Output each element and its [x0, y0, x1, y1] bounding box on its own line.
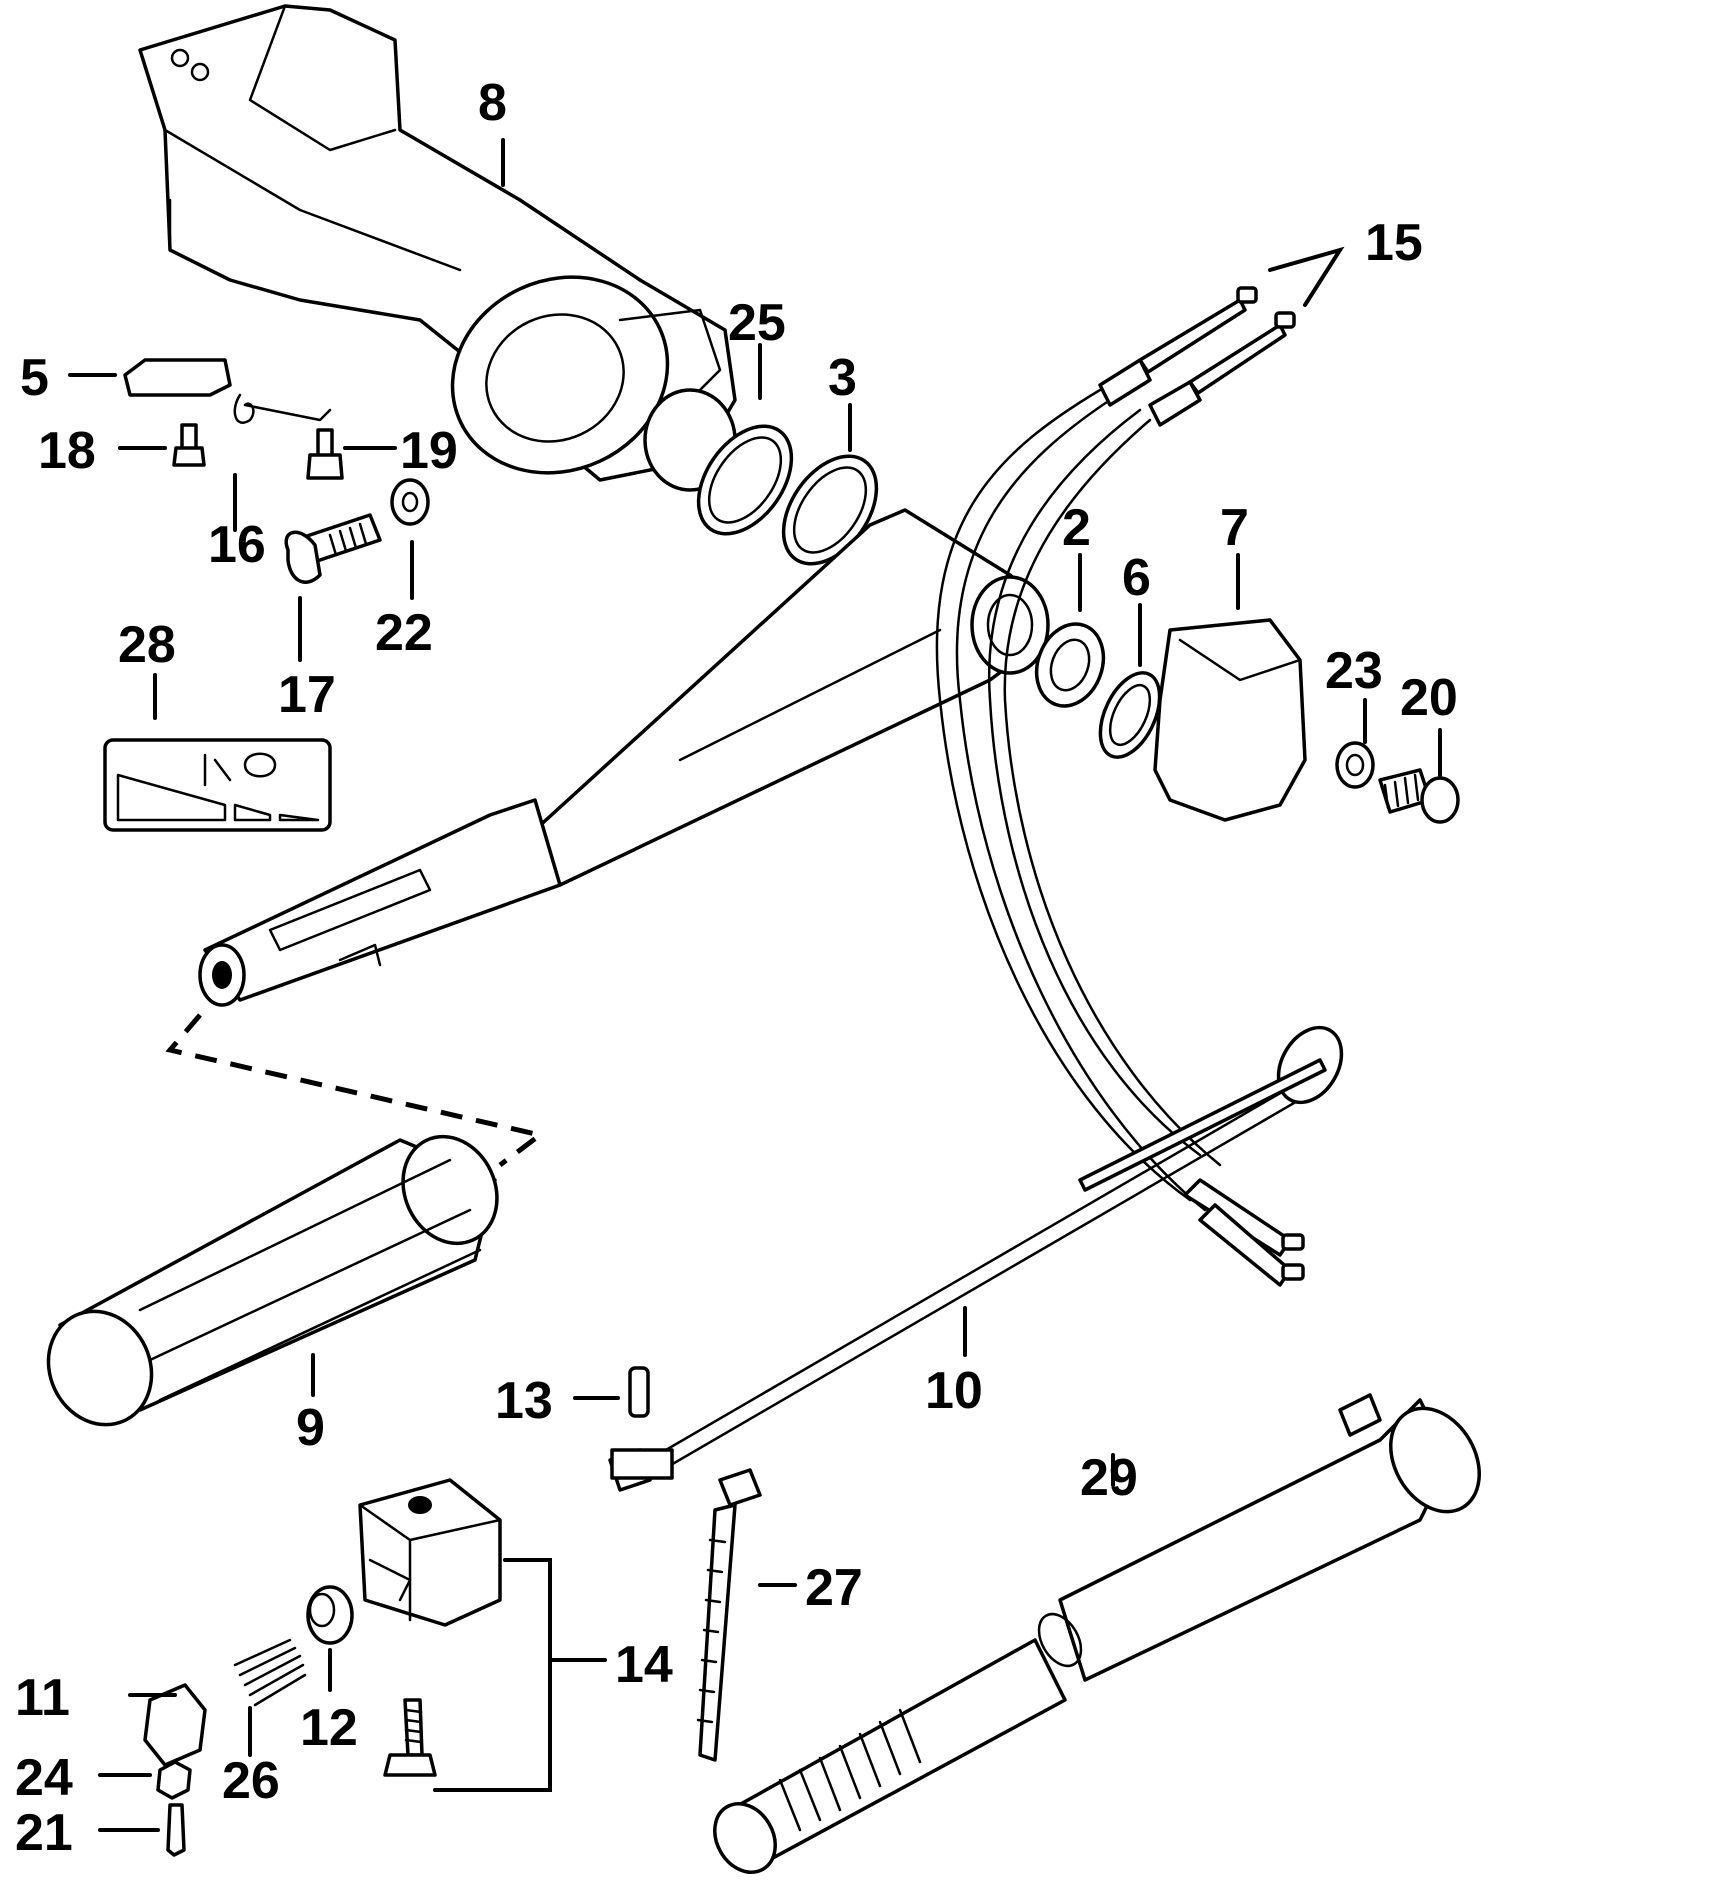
callout-11: 11: [15, 1669, 70, 1727]
callout-12: 12: [300, 1699, 358, 1757]
part-27-cable-tie: [696, 1468, 762, 1762]
callout-25: 25: [728, 294, 786, 352]
callout-8: 8: [478, 74, 507, 132]
callout-26: 26: [222, 1752, 280, 1810]
callout-23: 23: [1325, 642, 1383, 700]
part-18-bolt: [172, 423, 206, 467]
callout-3: 3: [828, 349, 857, 407]
callout-6: 6: [1122, 549, 1151, 607]
callout-21: 21: [15, 1804, 73, 1862]
part-2-bushing: [1034, 622, 1106, 708]
callout-13: 13: [495, 1372, 553, 1430]
callout-22: 22: [375, 604, 433, 662]
part-23-washer: [1335, 741, 1375, 789]
part-17-bolt: [284, 513, 382, 584]
part-22-washer: [390, 478, 430, 526]
callout-16: 16: [208, 516, 266, 574]
callout-2: 2: [1062, 499, 1091, 557]
part-25-ring: [696, 424, 794, 536]
part-14-friction-block: [358, 1478, 502, 1627]
part-10-shift-rod: [608, 1025, 1344, 1492]
callout-24: 24: [15, 1749, 73, 1807]
callout-20: 20: [1400, 669, 1458, 727]
part-28-decal: [103, 738, 332, 832]
part-19-bolt: [306, 428, 344, 480]
callout-17: 17: [278, 666, 336, 724]
callout-29: 29: [1080, 1449, 1138, 1507]
part-9-grip: [46, 1134, 499, 1427]
callout-9: 9: [296, 1399, 325, 1457]
callout-15: 15: [1365, 214, 1423, 272]
callout-labels: 8 15 25 3 5 18 19 16 22 17 28 2 6 7 23 2…: [15, 74, 1458, 1862]
assembly-dashed-line: [165, 1013, 546, 1167]
part-29-tiller-extension: [713, 1393, 1481, 1874]
part-16-spring: [233, 393, 332, 424]
callout-27: 27: [805, 1559, 863, 1617]
leader-lines: [68, 138, 1442, 1832]
part-26-spring: [233, 1638, 307, 1707]
part-12-bushing: [306, 1585, 354, 1645]
part-15-throttle-cables: [935, 286, 1305, 1287]
callout-18: 18: [38, 422, 96, 480]
part-11-shoe: [143, 1683, 207, 1767]
part-14-screw: [383, 1698, 437, 1777]
part-6-washer: [1098, 671, 1162, 759]
part-24-washer: [156, 1760, 192, 1800]
callout-19: 19: [400, 422, 458, 480]
part-7-end-cap: [1153, 618, 1307, 822]
part-21-screw: [166, 1803, 186, 1857]
callout-7: 7: [1220, 499, 1249, 557]
callout-5: 5: [20, 349, 49, 407]
part-13-pin: [628, 1366, 650, 1418]
callout-28: 28: [118, 616, 176, 674]
callout-10: 10: [925, 1362, 983, 1420]
part-5-plate: [123, 358, 232, 397]
callout-14: 14: [615, 1636, 673, 1694]
part-20-screw: [1378, 768, 1460, 824]
